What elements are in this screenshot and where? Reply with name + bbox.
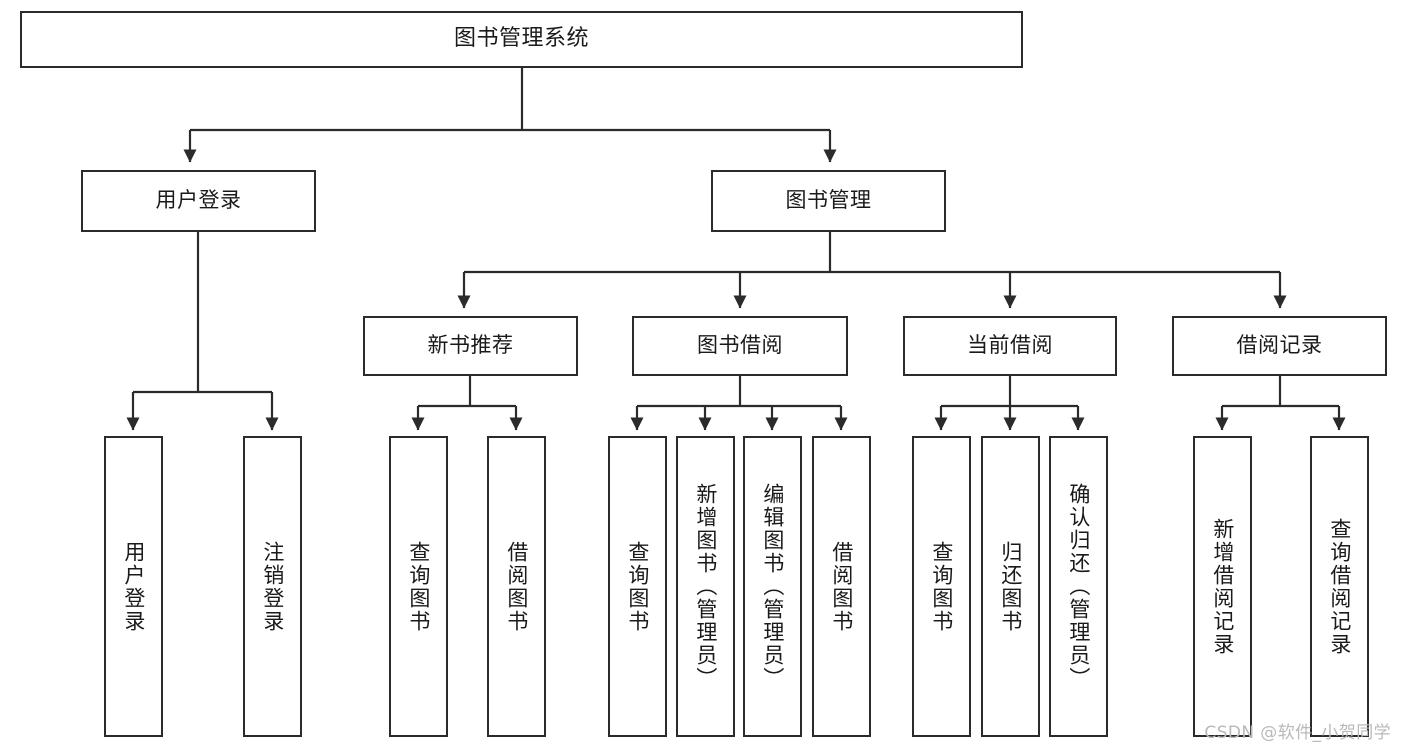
node-label: 查询借阅记录 xyxy=(1327,517,1352,656)
node-label: 当前借阅 xyxy=(967,333,1053,358)
node-label: 编辑图书（管理员） xyxy=(760,483,785,690)
node-new-book-recommend[interactable]: 新书推荐 xyxy=(363,316,578,376)
leaf-return-book[interactable]: 归还图书 xyxy=(981,436,1040,737)
node-label: 借阅图书 xyxy=(504,540,529,633)
node-borrow-record[interactable]: 借阅记录 xyxy=(1172,316,1387,376)
leaf-add-record[interactable]: 新增借阅记录 xyxy=(1193,436,1252,737)
node-label: 新增图书（管理员） xyxy=(693,483,718,690)
node-label: 查询图书 xyxy=(929,540,954,633)
node-label: 归还图书 xyxy=(998,540,1023,633)
node-user-login[interactable]: 用户登录 xyxy=(81,170,316,232)
leaf-query-record[interactable]: 查询借阅记录 xyxy=(1310,436,1369,737)
node-label: 查询图书 xyxy=(625,540,650,633)
node-book-borrow[interactable]: 图书借阅 xyxy=(632,316,848,376)
node-label: 用户登录 xyxy=(121,540,146,633)
node-label: 注销登录 xyxy=(260,540,285,633)
node-label: 图书管理 xyxy=(785,188,872,213)
node-label: 借阅记录 xyxy=(1236,333,1323,358)
node-label: 图书借阅 xyxy=(697,333,783,358)
node-label: 图书管理系统 xyxy=(453,26,589,52)
watermark-text: CSDN @软件_小贺同学 xyxy=(1204,723,1391,743)
leaf-query-book-1[interactable]: 查询图书 xyxy=(389,436,448,737)
leaf-edit-book-admin[interactable]: 编辑图书（管理员） xyxy=(743,436,802,737)
leaf-query-book-2[interactable]: 查询图书 xyxy=(608,436,667,737)
node-label: 确认归还（管理员） xyxy=(1066,483,1091,690)
node-label: 借阅图书 xyxy=(829,540,854,633)
node-book-management[interactable]: 图书管理 xyxy=(711,170,946,232)
leaf-confirm-return-admin[interactable]: 确认归还（管理员） xyxy=(1049,436,1108,737)
node-root-system[interactable]: 图书管理系统 xyxy=(20,11,1023,68)
node-label: 新书推荐 xyxy=(427,333,514,358)
node-current-borrow[interactable]: 当前借阅 xyxy=(903,316,1117,376)
leaf-borrow-book-2[interactable]: 借阅图书 xyxy=(812,436,871,737)
node-label: 查询图书 xyxy=(406,540,431,633)
leaf-add-book-admin[interactable]: 新增图书（管理员） xyxy=(676,436,735,737)
node-label: 用户登录 xyxy=(155,188,242,213)
leaf-user-login[interactable]: 用户登录 xyxy=(104,436,163,737)
node-label: 新增借阅记录 xyxy=(1210,517,1235,656)
leaf-logout[interactable]: 注销登录 xyxy=(243,436,302,737)
leaf-query-book-3[interactable]: 查询图书 xyxy=(912,436,971,737)
leaf-borrow-book-1[interactable]: 借阅图书 xyxy=(487,436,546,737)
